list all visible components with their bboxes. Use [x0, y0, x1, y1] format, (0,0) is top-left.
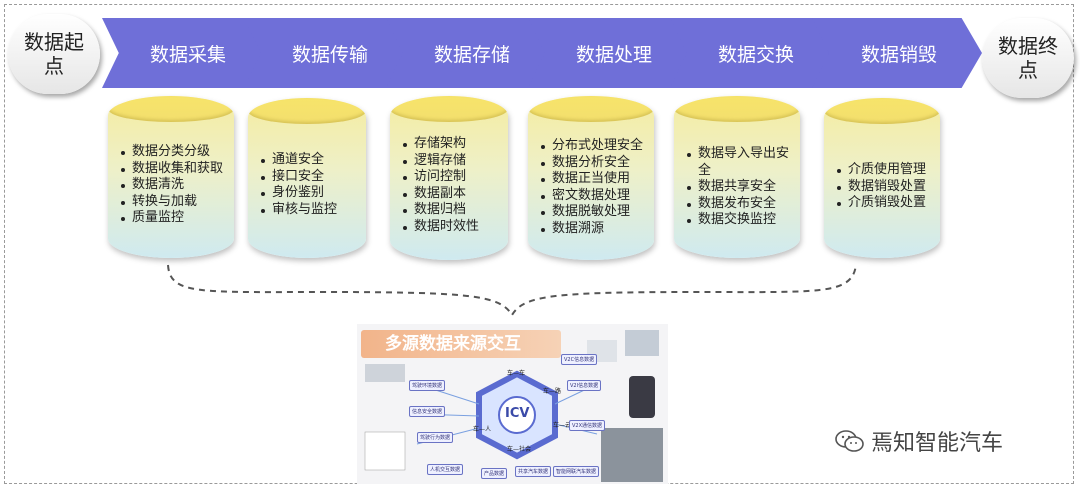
stage-arrow-collection: 数据采集 [102, 18, 270, 88]
stage-list-transmission: 通道安全 接口安全 身份鉴别 审核与监控 [260, 152, 362, 218]
stage-cylinder-transmission: 通道安全 接口安全 身份鉴别 审核与监控 [248, 98, 366, 258]
list-item: 数据归档 [402, 202, 504, 219]
stage-list-exchange: 数据导入导出安全 数据共享安全 数据发布安全 数据交换监控 [686, 146, 796, 229]
list-item: 质量监控 [120, 210, 230, 227]
list-item: 通道安全 [260, 152, 362, 169]
list-item: 数据分类分级 [120, 144, 230, 161]
data-start-label: 数据起点 [24, 30, 84, 78]
stage-cylinder-storage: 存储架构 逻辑存储 访问控制 数据副本 数据归档 数据时效性 [390, 96, 508, 260]
icv-tag: 人机交互数据 [427, 464, 464, 475]
icv-tag: V2X通信数据 [569, 420, 606, 431]
stage-cylinder-destruction: 介质使用管理 数据销毁处置 介质销毁处置 [824, 98, 940, 258]
stage-arrow-storage: 数据存储 [386, 18, 554, 88]
hex-label: 车—社会 [507, 446, 532, 453]
list-item: 介质销毁处置 [836, 195, 936, 212]
stage-list-collection: 数据分类分级 数据收集和获取 数据清洗 转换与加载 质量监控 [120, 144, 230, 227]
icv-tag: 共享汽车数据 [515, 466, 552, 477]
list-item: 数据销毁处置 [836, 179, 936, 196]
stage-cylinder-exchange: 数据导入导出安全 数据共享安全 数据发布安全 数据交换监控 [674, 96, 800, 258]
list-item: 数据分析安全 [540, 155, 650, 172]
list-item: 数据副本 [402, 186, 504, 203]
icv-hexagon-graphic [364, 330, 663, 482]
icv-tag: V2I信息数据 [567, 380, 602, 391]
list-item: 身份鉴别 [260, 185, 362, 202]
hex-label: 车—路 [543, 388, 562, 395]
data-end-label: 数据终点 [998, 34, 1058, 82]
list-item: 数据收集和获取 [120, 161, 230, 178]
list-item: 访问控制 [402, 169, 504, 186]
icv-center-label: ICV [505, 406, 530, 421]
list-item: 存储架构 [402, 136, 504, 153]
list-item: 审核与监控 [260, 202, 362, 219]
list-item: 数据发布安全 [686, 196, 796, 213]
icv-data-sources-diagram: 多源数据来源交互 ICV 车—车 车—路 车—云 车—人 车—社会 V2C信息数… [357, 324, 668, 484]
wechat-icon [835, 430, 864, 452]
list-item: 逻辑存储 [402, 153, 504, 170]
hex-label: 车—车 [507, 370, 526, 377]
list-item: 介质使用管理 [836, 162, 936, 179]
data-end-pill: 数据终点 [982, 18, 1074, 98]
icv-tag: 驾驶行为数据 [417, 432, 454, 443]
watermark: 焉知智能汽车 [835, 425, 1003, 457]
stage-cylinder-collection: 数据分类分级 数据收集和获取 数据清洗 转换与加载 质量监控 [108, 96, 234, 258]
stage-arrow-destruction: 数据销毁 [812, 18, 982, 88]
list-item: 数据溯源 [540, 221, 650, 238]
list-item: 分布式处理安全 [540, 138, 650, 155]
list-item: 密文数据处理 [540, 188, 650, 205]
icv-tag: 智能网联汽车数据 [553, 466, 600, 477]
icv-tag: V2C信息数据 [561, 354, 598, 365]
icv-tag: 驾驶环境数据 [409, 380, 446, 391]
stage-list-processing: 分布式处理安全 数据分析安全 数据正当使用 密文数据处理 数据脱敏处理 数据溯源 [540, 138, 650, 237]
hex-label: 车—云 [553, 422, 572, 429]
icv-tag: 产品数据 [481, 468, 508, 479]
list-item: 数据导入导出安全 [686, 146, 796, 179]
data-start-pill: 数据起点 [8, 14, 100, 94]
stage-cylinder-processing: 分布式处理安全 数据分析安全 数据正当使用 密文数据处理 数据脱敏处理 数据溯源 [528, 96, 654, 260]
watermark-text: 焉知智能汽车 [871, 431, 1004, 456]
list-item: 数据共享安全 [686, 179, 796, 196]
list-item: 数据清洗 [120, 177, 230, 194]
list-item: 数据脱敏处理 [540, 204, 650, 221]
stage-list-destruction: 介质使用管理 数据销毁处置 介质销毁处置 [836, 162, 936, 212]
stage-list-storage: 存储架构 逻辑存储 访问控制 数据副本 数据归档 数据时效性 [402, 136, 504, 235]
icv-tag: 信息安全数据 [409, 406, 446, 417]
list-item: 接口安全 [260, 169, 362, 186]
list-item: 数据时效性 [402, 219, 504, 236]
stage-arrow-transmission: 数据传输 [244, 18, 412, 88]
list-item: 数据正当使用 [540, 171, 650, 188]
stage-arrow-processing: 数据处理 [528, 18, 696, 88]
list-item: 转换与加载 [120, 194, 230, 211]
icv-diagram-title: 多源数据来源交互 [361, 330, 561, 358]
hex-label: 车—人 [473, 426, 492, 433]
stage-arrow-exchange: 数据交换 [670, 18, 838, 88]
list-item: 数据交换监控 [686, 212, 796, 229]
